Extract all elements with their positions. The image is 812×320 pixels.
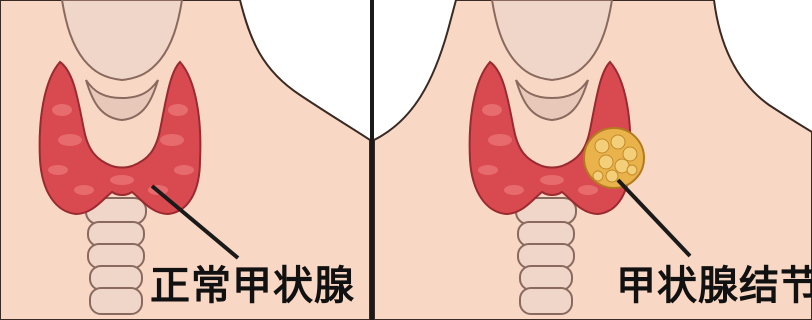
- trachea: [86, 198, 146, 314]
- nodule: [584, 128, 644, 188]
- thyroid-nodule-panel: 甲状腺结节: [374, 0, 812, 320]
- trachea: [516, 198, 576, 314]
- thyroid-nodule-label: 甲状腺结节: [616, 266, 812, 306]
- normal-thyroid-label: 正常甲状腺: [150, 266, 355, 306]
- normal-thyroid-panel: 正常甲状腺: [0, 0, 370, 320]
